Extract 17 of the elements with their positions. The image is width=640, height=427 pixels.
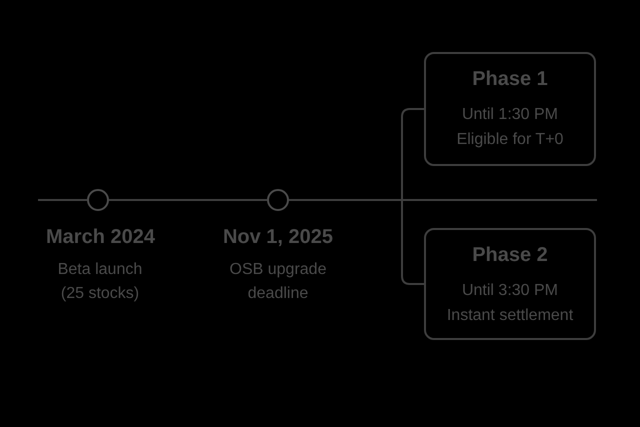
phase-detail: Eligible for T+0: [456, 131, 564, 149]
milestone-date: March 2024: [46, 226, 154, 248]
timeline-line: [38, 199, 87, 201]
timeline-line: [109, 199, 267, 201]
milestone-circle: [267, 189, 289, 211]
phase-box: [424, 228, 596, 340]
phase-detail: Until 1:30 PM: [460, 106, 560, 124]
phase-detail: Until 3:30 PM: [460, 282, 560, 300]
phase-detail: Instant settlement: [446, 307, 574, 325]
milestone-date: Nov 1, 2025: [222, 226, 334, 248]
timeline-line: [289, 199, 597, 201]
milestone-description: Beta launch (25 stocks): [56, 260, 144, 304]
phase-box: [424, 52, 596, 166]
phase-heading: Phase 1: [471, 68, 549, 91]
phase-heading: Phase 2: [471, 244, 549, 267]
milestone-circle: [87, 189, 109, 211]
milestone-description: OSB upgrade deadline: [228, 260, 328, 304]
